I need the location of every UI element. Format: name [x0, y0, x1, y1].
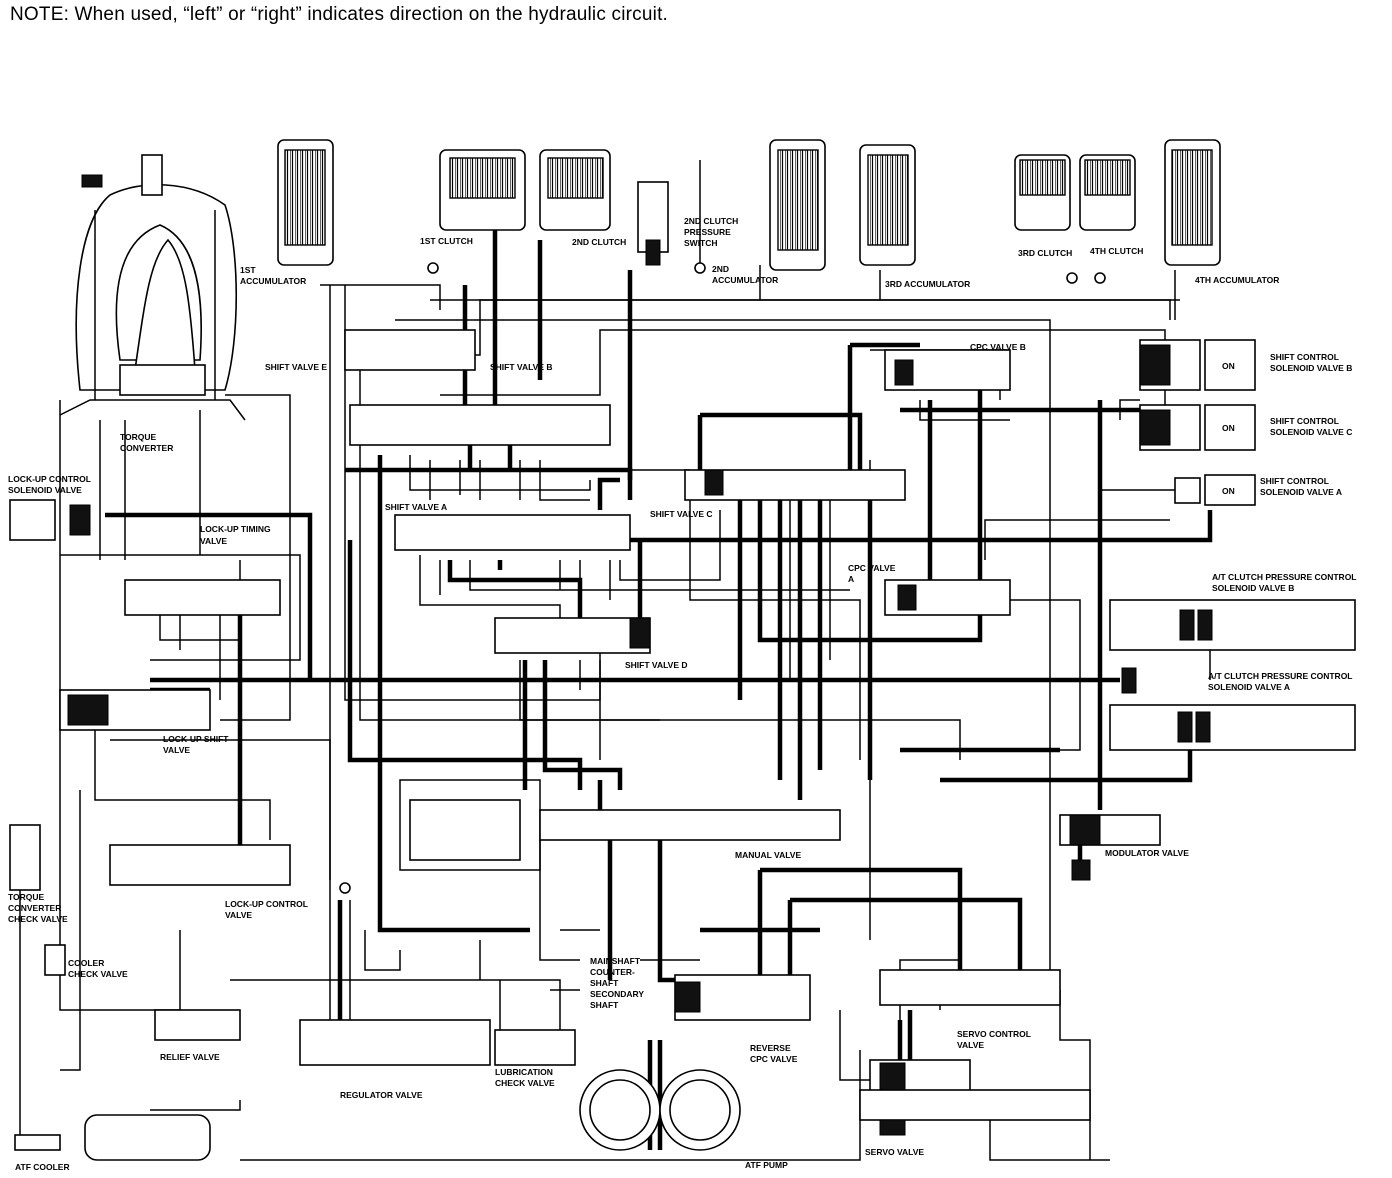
- label-4th-clutch: 4TH CLUTCH: [1090, 246, 1143, 256]
- label-lubrication-1: LUBRICATION: [495, 1067, 553, 1077]
- label-1st-accumulator-2: ACCUMULATOR: [240, 276, 306, 286]
- label-sc-solenoid-a-2: SOLENOID VALVE A: [1260, 487, 1342, 497]
- label-cooler-check-1: COOLER: [68, 958, 104, 968]
- label-cpc-valve-a-2: A: [848, 574, 854, 584]
- label-countershaft-1: COUNTER-: [590, 967, 635, 977]
- label-lockup-control-1: LOCK-UP CONTROL: [225, 899, 308, 909]
- label-shift-valve-d: SHIFT VALVE D: [625, 660, 688, 670]
- label-lockup-solenoid-1: LOCK-UP CONTROL: [8, 474, 91, 484]
- diagram-labels: 1ST CLUTCH 2ND CLUTCH 2ND CLUTCH PRESSUR…: [8, 216, 1357, 1172]
- label-atc-a-1: A/T CLUTCH PRESSURE CONTROL: [1208, 671, 1353, 681]
- label-relief-valve: RELIEF VALVE: [160, 1052, 220, 1062]
- label-sc-solenoid-c-2: SOLENOID VALVE C: [1270, 427, 1352, 437]
- solenoid-valves: [1109, 339, 1356, 751]
- label-lubrication-2: CHECK VALVE: [495, 1078, 555, 1088]
- label-tc-check-3: CHECK VALVE: [8, 914, 68, 924]
- label-shift-valve-b: SHIFT VALVE B: [490, 362, 553, 372]
- label-shift-valve-e: SHIFT VALVE E: [265, 362, 327, 372]
- label-manual-valve: MANUAL VALVE: [735, 850, 801, 860]
- label-servo-control-2: VALVE: [957, 1040, 984, 1050]
- label-lockup-shift-1: LOCK-UP SHIFT: [163, 734, 229, 744]
- label-secondary-2: SHAFT: [590, 1000, 619, 1010]
- clutches-accumulators: [277, 139, 1221, 284]
- label-reverse-cpc-1: REVERSE: [750, 1043, 791, 1053]
- label-reverse-cpc-2: CPC VALVE: [750, 1054, 798, 1064]
- label-lockup-solenoid-2: SOLENOID VALVE: [8, 485, 82, 495]
- label-shift-valve-a: SHIFT VALVE A: [385, 502, 447, 512]
- label-torque-converter-1: TORQUE: [120, 432, 157, 442]
- label-4th-accumulator: 4TH ACCUMULATOR: [1195, 275, 1279, 285]
- label-2nd-clutch-switch-3: SWITCH: [684, 238, 718, 248]
- valve-bodies: [9, 329, 1161, 1161]
- label-servo-valve: SERVO VALVE: [865, 1147, 924, 1157]
- label-atf-cooler: ATF COOLER: [15, 1162, 70, 1172]
- label-sc-solenoid-a-1: SHIFT CONTROL: [1260, 476, 1329, 486]
- label-servo-control-1: SERVO CONTROL: [957, 1029, 1031, 1039]
- label-torque-converter-2: CONVERTER: [120, 443, 173, 453]
- label-secondary-1: SECONDARY: [590, 989, 644, 999]
- label-2nd-clutch-switch-2: PRESSURE: [684, 227, 731, 237]
- label-cpc-valve-b: CPC VALVE B: [970, 342, 1026, 352]
- label-on-c: ON: [1222, 423, 1235, 433]
- label-cpc-valve-a-1: CPC VALVE: [848, 563, 896, 573]
- note-text: NOTE: When used, “left” or “right” indic…: [10, 4, 669, 25]
- label-atc-b-1: A/T CLUTCH PRESSURE CONTROL: [1212, 572, 1357, 582]
- label-atc-b-2: SOLENOID VALVE B: [1212, 583, 1294, 593]
- label-3rd-clutch: 3RD CLUTCH: [1018, 248, 1072, 258]
- label-atf-pump: ATF PUMP: [745, 1160, 788, 1170]
- label-2nd-clutch-switch-1: 2ND CLUTCH: [684, 216, 738, 226]
- label-lockup-timing-2: VALVE: [200, 536, 227, 546]
- label-lockup-shift-2: VALVE: [163, 745, 190, 755]
- label-2nd-accumulator-2: ACCUMULATOR: [712, 275, 778, 285]
- label-modulator-valve: MODULATOR VALVE: [1105, 848, 1189, 858]
- label-tc-check-1: TORQUE: [8, 892, 45, 902]
- label-lockup-control-2: VALVE: [225, 910, 252, 920]
- label-sc-solenoid-b-1: SHIFT CONTROL: [1270, 352, 1339, 362]
- label-shift-valve-c: SHIFT VALVE C: [650, 509, 713, 519]
- label-atc-a-2: SOLENOID VALVE A: [1208, 682, 1290, 692]
- label-2nd-accumulator-1: 2ND: [712, 264, 729, 274]
- label-countershaft-2: SHAFT: [590, 978, 619, 988]
- label-sc-solenoid-b-2: SOLENOID VALVE B: [1270, 363, 1352, 373]
- label-tc-check-2: CONVERTER: [8, 903, 61, 913]
- torque-converter: [59, 154, 246, 421]
- label-sc-solenoid-c-1: SHIFT CONTROL: [1270, 416, 1339, 426]
- thin-passages: [19, 160, 1211, 1161]
- label-3rd-accumulator: 3RD ACCUMULATOR: [885, 279, 970, 289]
- label-regulator-valve: REGULATOR VALVE: [340, 1090, 423, 1100]
- label-mainshaft: MAINSHAFT: [590, 956, 641, 966]
- label-on-a: ON: [1222, 486, 1235, 496]
- label-cooler-check-2: CHECK VALVE: [68, 969, 128, 979]
- label-1st-clutch: 1ST CLUTCH: [420, 236, 473, 246]
- label-on-b: ON: [1222, 361, 1235, 371]
- label-lockup-timing-1: LOCK-UP TIMING: [200, 524, 271, 534]
- label-2nd-clutch: 2ND CLUTCH: [572, 237, 626, 247]
- label-1st-accumulator-1: 1ST: [240, 265, 256, 275]
